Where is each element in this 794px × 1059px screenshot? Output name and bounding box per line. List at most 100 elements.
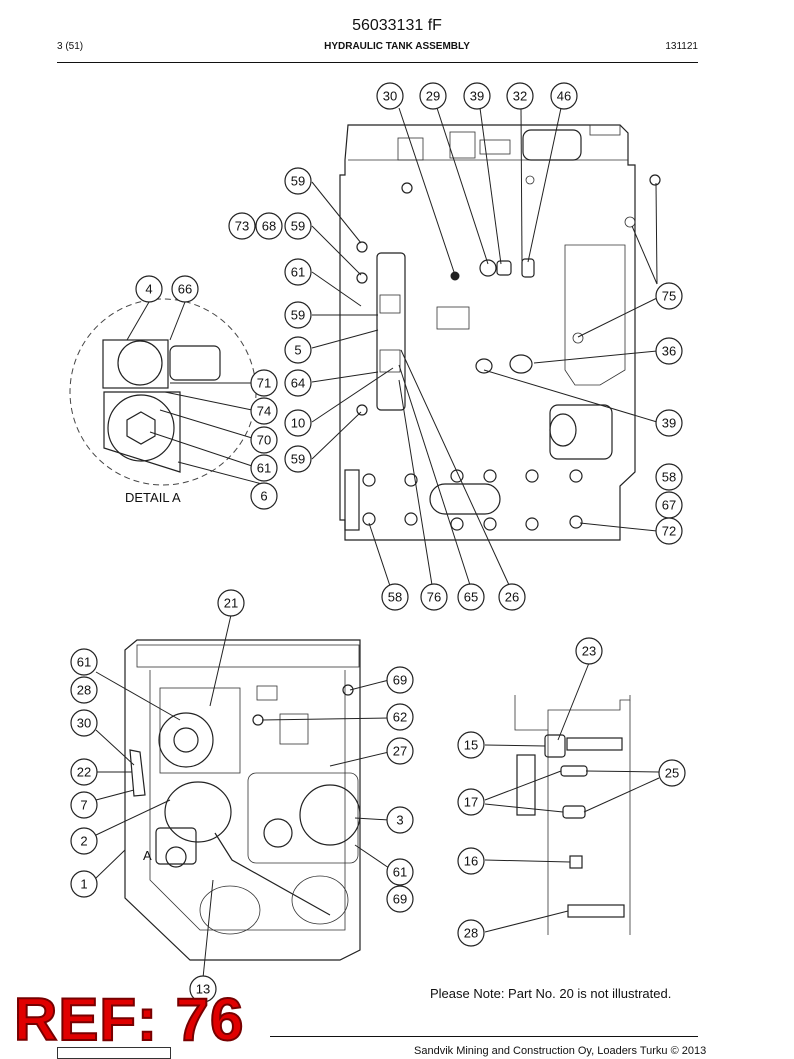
- callout-bubble: [506, 82, 534, 110]
- callout-number: 27: [393, 744, 407, 759]
- callout-number: 3: [396, 813, 403, 828]
- callout-67: 67: [655, 491, 683, 519]
- callout-58: 58: [655, 463, 683, 491]
- callout-bubble: [70, 709, 98, 737]
- callout-70: 70: [250, 426, 278, 454]
- callout-number: 74: [257, 404, 271, 419]
- callout-number: 29: [426, 89, 440, 104]
- callout-7: 7: [70, 791, 98, 819]
- callout-number: 30: [77, 716, 91, 731]
- callout-bubble: [70, 648, 98, 676]
- callout-bubble: [386, 858, 414, 886]
- callout-59: 59: [284, 212, 312, 240]
- callout-bubble: [250, 369, 278, 397]
- callout-bubble: [457, 731, 485, 759]
- tank-side-view: [124, 639, 361, 961]
- callout-29: 29: [419, 82, 447, 110]
- callout-17: 17: [457, 788, 485, 816]
- callout-59: 59: [284, 301, 312, 329]
- callout-bubble: [498, 583, 526, 611]
- callout-23: 23: [575, 637, 603, 665]
- callout-number: 23: [582, 644, 596, 659]
- callout-number: 15: [464, 738, 478, 753]
- callout-number: 61: [393, 865, 407, 880]
- callout-32: 32: [506, 82, 534, 110]
- callout-bubble: [655, 463, 683, 491]
- callout-number: 73: [235, 219, 249, 234]
- callout-number: 6: [260, 489, 267, 504]
- callout-number: 39: [662, 416, 676, 431]
- callout-bubble: [655, 517, 683, 545]
- callout-71: 71: [250, 369, 278, 397]
- page-title: HYDRAULIC TANK ASSEMBLY: [324, 41, 470, 52]
- callout-62: 62: [386, 703, 414, 731]
- callout-4: 4: [135, 275, 163, 303]
- callout-number: 59: [291, 174, 305, 189]
- callout-bubble: [284, 336, 312, 364]
- brand-logo: [57, 1047, 171, 1059]
- callout-bubble: [575, 637, 603, 665]
- callout-bubble: [381, 583, 409, 611]
- callout-61: 61: [250, 454, 278, 482]
- illustration-note: Please Note: Part No. 20 is not illustra…: [430, 986, 672, 1001]
- callout-bubble: [284, 258, 312, 286]
- callout-69: 69: [386, 666, 414, 694]
- callout-28: 28: [457, 919, 485, 947]
- callout-number: 32: [513, 89, 527, 104]
- callout-number: 59: [291, 452, 305, 467]
- callout-number: 68: [262, 219, 276, 234]
- callout-bubble: [550, 82, 578, 110]
- callout-bubble: [284, 212, 312, 240]
- callout-bubble: [457, 788, 485, 816]
- callout-number: 17: [464, 795, 478, 810]
- callout-1: 1: [70, 870, 98, 898]
- callout-bubble: [250, 482, 278, 510]
- callout-bubble: [70, 827, 98, 855]
- callout-number: 7: [80, 798, 87, 813]
- callout-bubble: [658, 759, 686, 787]
- callout-number: 72: [662, 524, 676, 539]
- detail-a-label: DETAIL A: [125, 490, 181, 505]
- callout-bubble: [386, 703, 414, 731]
- header-divider: [57, 62, 698, 63]
- callout-65: 65: [457, 583, 485, 611]
- callout-number: 10: [291, 416, 305, 431]
- callout-61: 61: [70, 648, 98, 676]
- callout-76: 76: [420, 583, 448, 611]
- callout-bubble: [419, 82, 447, 110]
- callout-number: 4: [145, 282, 152, 297]
- callout-bubble: [135, 275, 163, 303]
- callout-10: 10: [284, 409, 312, 437]
- callout-number: 65: [464, 590, 478, 605]
- callout-21: 21: [217, 589, 245, 617]
- callout-6: 6: [250, 482, 278, 510]
- callout-bubble: [70, 676, 98, 704]
- callout-bubble: [284, 409, 312, 437]
- fitting-closeup-view: [514, 695, 631, 935]
- callout-number: 58: [662, 470, 676, 485]
- callout-5: 5: [284, 336, 312, 364]
- callout-30: 30: [70, 709, 98, 737]
- callout-number: 25: [665, 766, 679, 781]
- callout-25: 25: [658, 759, 686, 787]
- callout-number: 28: [77, 683, 91, 698]
- callout-bubble: [189, 975, 217, 1003]
- callout-bubble: [457, 847, 485, 875]
- document-date: 131121: [665, 41, 698, 52]
- callout-15: 15: [457, 731, 485, 759]
- callout-number: 2: [80, 834, 87, 849]
- callout-bubble: [386, 806, 414, 834]
- callout-bubble: [70, 870, 98, 898]
- callout-46: 46: [550, 82, 578, 110]
- callout-number: 46: [557, 89, 571, 104]
- callout-bubble: [228, 212, 256, 240]
- callout-number: 13: [196, 982, 210, 997]
- callout-number: 22: [77, 765, 91, 780]
- callout-number: 59: [291, 308, 305, 323]
- callout-bubble: [386, 666, 414, 694]
- leader-lines: [95, 107, 660, 979]
- callout-bubble: [70, 791, 98, 819]
